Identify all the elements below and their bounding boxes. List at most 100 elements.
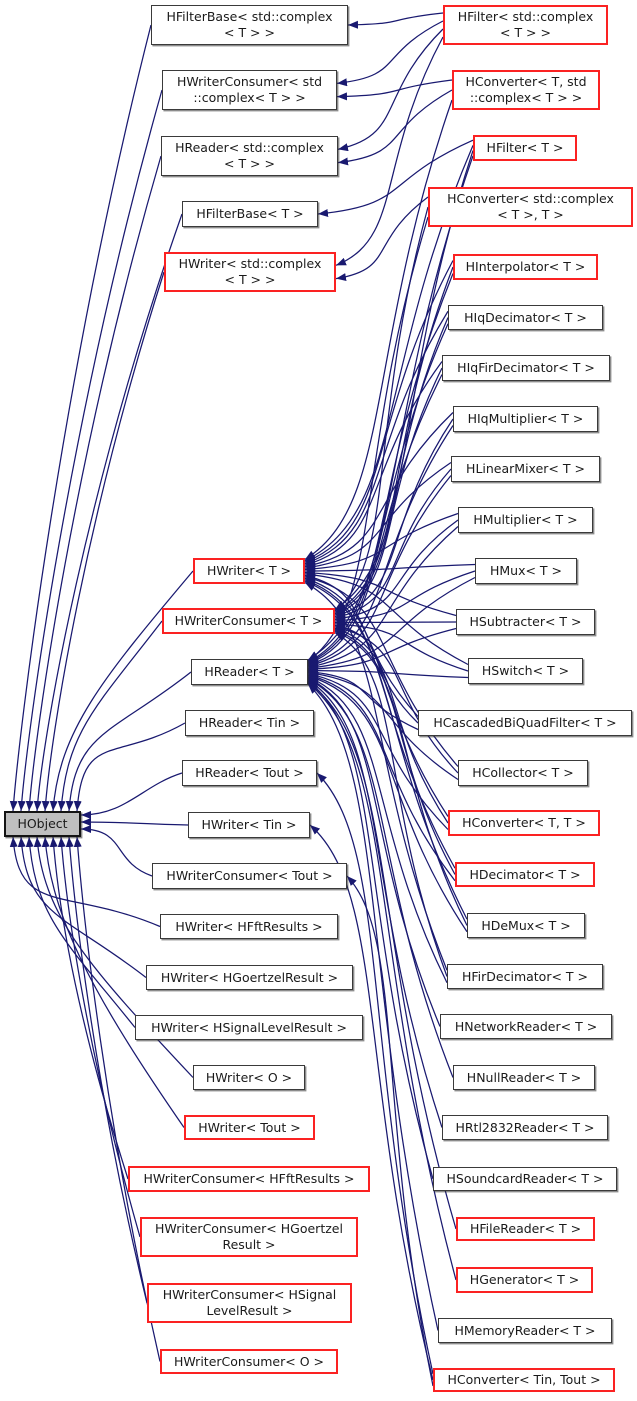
inheritance-edge-r16-to-n6 [334, 629, 456, 875]
class-node-hfilter-std-complex-t[interactable]: HFilter< std::complex< T > > [443, 5, 608, 45]
inheritance-edge-r8-to-n7 [307, 475, 452, 668]
inheritance-edge-r3-to-n4 [335, 196, 429, 281]
class-node-hlinearmixer-t[interactable]: HLinearMixer< T > [451, 456, 600, 482]
class-label: HFileReader< T > [469, 1221, 582, 1236]
inheritance-edge-r2-to-n3 [317, 139, 474, 218]
class-node-hinterpolator-t[interactable]: HInterpolator< T > [453, 254, 598, 280]
class-label: LevelResult > [206, 1303, 293, 1318]
class-label: ::complex< T > > [469, 90, 583, 105]
class-node-hiqdecimator-t[interactable]: HIqDecimator< T > [448, 305, 603, 330]
class-label: HLinearMixer< T > [466, 461, 585, 476]
inheritance-edge-group [9, 12, 476, 1387]
class-node-hsoundcardreader-t[interactable]: HSoundcardReader< T > [433, 1167, 617, 1191]
inheritance-edge-r11-to-n7 [307, 627, 457, 673]
class-label: HIqFirDecimator< T > [457, 360, 595, 375]
class-label: < T > > [224, 156, 275, 171]
inheritance-edge-r9-to-n6 [334, 519, 459, 622]
inheritance-edge-r24-to-n7 [307, 682, 457, 1281]
class-node-hwriter-tout[interactable]: HWriter< Tout > [184, 1115, 315, 1140]
class-node-hnetworkreader-t[interactable]: HNetworkReader< T > [440, 1014, 612, 1039]
class-node-hrtl2832reader-t[interactable]: HRtl2832Reader< T > [442, 1115, 608, 1140]
class-node-hobject: HObject [4, 811, 81, 837]
class-label: HWriter< T > [206, 563, 292, 578]
class-node-hnullreader-t[interactable]: HNullReader< T > [453, 1065, 595, 1090]
class-node-hconverter-t-t[interactable]: HConverter< T, T > [448, 810, 600, 836]
inheritance-edge-r12-to-n5 [304, 571, 469, 666]
class-node-hwriterconsumer-o[interactable]: HWriterConsumer< O > [160, 1349, 338, 1374]
class-label: < T > > [224, 25, 275, 40]
class-node-hwriterconsumer-hfftresults[interactable]: HWriterConsumer< HFftResults > [128, 1166, 370, 1192]
class-label: HWriterConsumer< HGoertzel [155, 1221, 343, 1236]
class-node-hcascadedbiquadfilter-t[interactable]: HCascadedBiQuadFilter< T > [418, 710, 632, 736]
class-node-hfilter-t[interactable]: HFilter< T > [473, 135, 577, 161]
class-label: HConverter< T, T > [462, 815, 586, 830]
inheritance-edge-r8-to-n6 [334, 468, 452, 620]
class-node-hwriter-hsignallevelresult[interactable]: HWriter< HSignalLevelResult > [135, 1015, 363, 1040]
inheritance-edge-n13-to-hobject [17, 836, 147, 978]
class-node-hdemux-t[interactable]: HDeMux< T > [467, 913, 585, 938]
inheritance-edge-n6-to-hobject [57, 620, 163, 812]
inheritance-edge-r16-to-n7 [307, 673, 456, 882]
inheritance-edge-r0-to-n2 [337, 28, 444, 152]
inheritance-edge-r15-to-n6 [334, 627, 449, 824]
inheritance-edge-r5-to-n5 [304, 310, 449, 565]
inheritance-edge-n14-to-hobject [25, 836, 136, 1028]
inheritance-edge-r10-to-n5 [304, 563, 476, 575]
class-node-hmux-t[interactable]: HMux< T > [475, 558, 577, 584]
class-label: < T > > [500, 25, 551, 40]
class-label: HReader< T > [204, 664, 295, 679]
class-node-hfirdecimator-t[interactable]: HFirDecimator< T > [447, 964, 603, 989]
class-node-hfilterbase-std-complex-t[interactable]: HFilterBase< std::complex< T > > [151, 5, 348, 45]
inheritance-edge-r19-to-n7 [307, 677, 441, 1027]
class-node-hreader-tin[interactable]: HReader< Tin > [185, 710, 314, 736]
class-label: HNetworkReader< T > [454, 1018, 598, 1034]
class-node-hreader-std-complex-t[interactable]: HReader< std::complex< T > > [161, 136, 338, 176]
class-node-hreader-t[interactable]: HReader< T > [191, 659, 308, 685]
class-label: HWriterConsumer< HFftResults > [143, 1171, 355, 1186]
class-node-hwriter-hfftresults[interactable]: HWriter< HFftResults > [160, 914, 338, 939]
class-label: HGenerator< T > [469, 1272, 580, 1287]
class-node-hiqfirdecimator-t[interactable]: HIqFirDecimator< T > [442, 355, 610, 381]
class-node-hcollector-t[interactable]: HCollector< T > [458, 760, 588, 786]
class-node-hwriterconsumer-t[interactable]: HWriterConsumer< T > [162, 608, 335, 634]
class-label: HSoundcardReader< T > [446, 1171, 604, 1186]
class-node-hconverter-tin-tout[interactable]: HConverter< Tin, Tout > [433, 1368, 615, 1392]
inheritance-edge-r26-to-n10 [309, 824, 434, 1381]
inheritance-edge-r15-to-n7 [307, 671, 449, 830]
class-node-hwriter-t[interactable]: HWriter< T > [193, 558, 305, 584]
class-label: ::complex< T > > [193, 90, 306, 105]
class-node-hreader-tout[interactable]: HReader< Tout > [182, 760, 317, 786]
class-label: HWriter< HFftResults > [175, 918, 323, 934]
class-node-hwriter-std-complex-t[interactable]: HWriter< std::complex< T > > [164, 252, 336, 292]
class-label: HInterpolator< T > [465, 259, 586, 274]
class-node-hwriterconsumer-tout[interactable]: HWriterConsumer< Tout > [152, 863, 347, 889]
class-label: HMemoryReader< T > [454, 1322, 596, 1338]
inheritance-edge-r10-to-n6 [334, 570, 476, 625]
inheritance-edge-n19-to-hobject [65, 836, 148, 1304]
class-node-hiqmultiplier-t[interactable]: HIqMultiplier< T > [453, 406, 598, 432]
class-node-hsubtracter-t[interactable]: HSubtracter< T > [456, 609, 595, 635]
class-node-hfilterbase-t[interactable]: HFilterBase< T > [182, 201, 318, 227]
class-node-hmultiplier-t[interactable]: HMultiplier< T > [458, 507, 593, 533]
class-node-hswitch-t[interactable]: HSwitch< T > [468, 658, 583, 684]
class-node-hgenerator-t[interactable]: HGenerator< T > [456, 1267, 593, 1293]
class-node-hconverter-t-std-complex-t[interactable]: HConverter< T, std::complex< T > > [452, 70, 600, 110]
inheritance-edge-r18-to-n7 [307, 676, 448, 984]
class-node-hwriterconsumer-std-complex-t[interactable]: HWriterConsumer< std::complex< T > > [162, 70, 337, 110]
class-node-hwriter-o[interactable]: HWriter< O > [193, 1065, 305, 1090]
inheritance-edge-r26-to-n9 [316, 772, 434, 1375]
class-label: HWriter< std::complex [178, 256, 322, 271]
inheritance-edge-r6-to-n5 [304, 361, 443, 567]
class-node-hdecimator-t[interactable]: HDecimator< T > [455, 862, 595, 887]
class-node-hfilereader-t[interactable]: HFileReader< T > [456, 1217, 595, 1241]
class-node-hconverter-std-complex-t-t[interactable]: HConverter< std::complex< T >, T > [428, 187, 633, 227]
class-label: HIqMultiplier< T > [467, 411, 584, 426]
class-label: HWriter< O > [205, 1069, 293, 1085]
class-node-hmemoryreader-t[interactable]: HMemoryReader< T > [438, 1318, 612, 1343]
class-node-hwriter-tin[interactable]: HWriter< Tin > [188, 812, 310, 838]
class-node-hwriter-hgoertzelresult[interactable]: HWriter< HGoertzelResult > [146, 965, 353, 990]
class-label: HMultiplier< T > [473, 512, 578, 527]
